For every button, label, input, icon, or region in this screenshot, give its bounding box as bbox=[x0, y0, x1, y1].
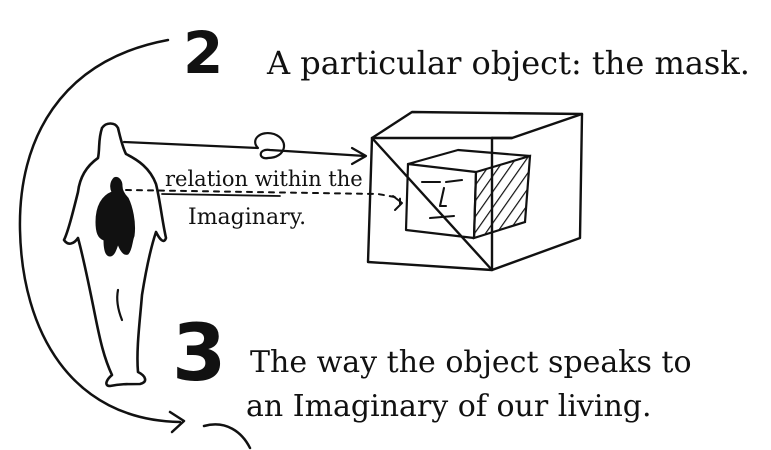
item-3-number: 3 bbox=[172, 309, 226, 399]
inner-figure bbox=[95, 177, 135, 257]
outer-box bbox=[366, 110, 584, 272]
person-inner-stroke bbox=[116, 288, 124, 322]
item-2-text: A particular object: the mask. bbox=[266, 44, 750, 82]
relation-underline bbox=[161, 193, 281, 197]
relation-label-line1: relation within the bbox=[165, 167, 363, 191]
mask-box bbox=[404, 148, 532, 240]
loop-arrow-head bbox=[168, 410, 186, 434]
small-curve-stroke bbox=[202, 423, 252, 450]
mask-face bbox=[420, 178, 464, 220]
arrow-head-to-box bbox=[122, 132, 367, 160]
arrow-head-to-box-tip bbox=[350, 146, 368, 166]
loop-arrow bbox=[18, 38, 182, 424]
relation-dashed-line bbox=[125, 189, 401, 206]
relation-arrow-tip bbox=[392, 195, 403, 211]
relation-label-line2: Imaginary. bbox=[188, 205, 306, 230]
item-3-text-line2: an Imaginary of our living. bbox=[246, 389, 652, 424]
item-2-number: 2 bbox=[183, 19, 223, 87]
person-silhouette bbox=[62, 122, 168, 388]
item-3-text-line1: The way the object speaks to bbox=[250, 345, 692, 380]
